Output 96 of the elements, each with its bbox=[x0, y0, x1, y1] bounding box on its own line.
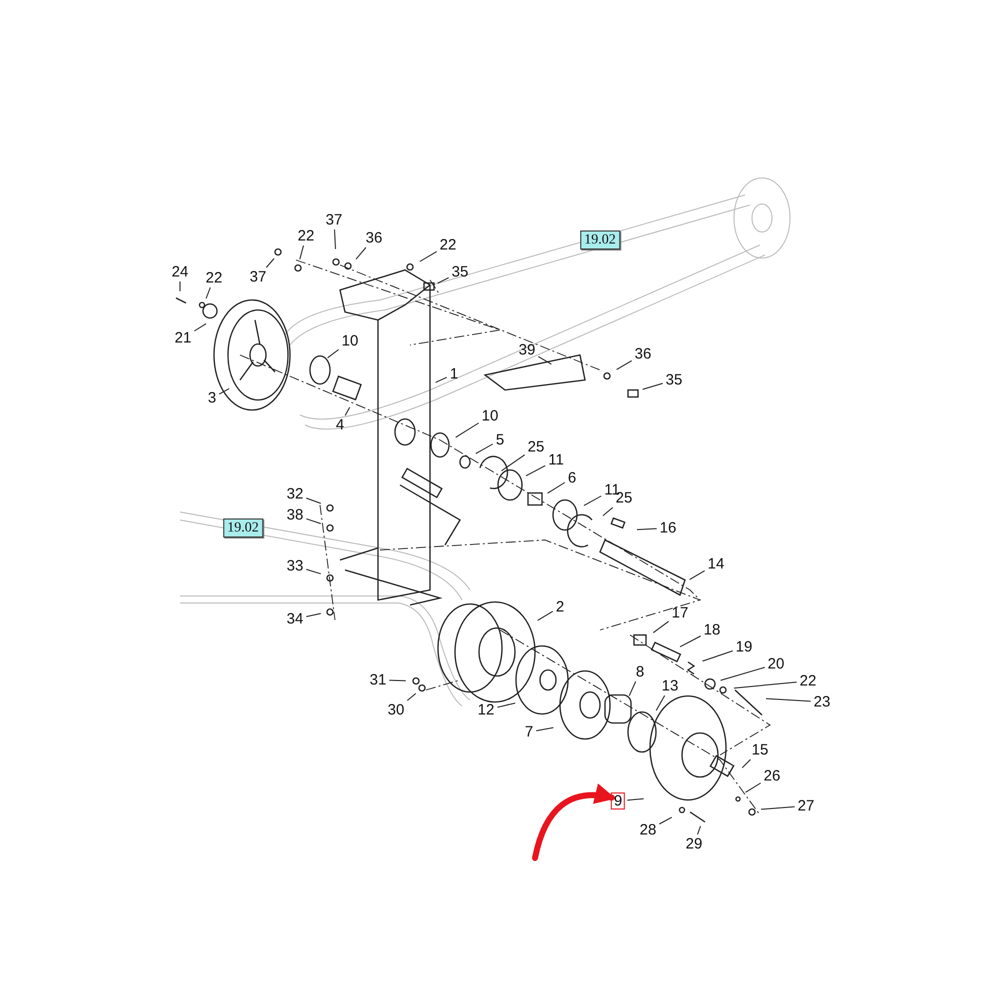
leader-line bbox=[306, 518, 322, 524]
leader-line bbox=[536, 727, 554, 732]
leader-line bbox=[266, 258, 275, 268]
callout-number: 27 bbox=[796, 798, 816, 814]
leader-line bbox=[742, 759, 751, 768]
leader-line bbox=[437, 277, 450, 284]
callout-number: 35 bbox=[450, 264, 470, 280]
leader-line bbox=[455, 422, 480, 438]
callout-number: 6 bbox=[566, 470, 578, 486]
callout-number: 5 bbox=[494, 432, 506, 448]
leader-line bbox=[720, 666, 766, 681]
leader-line bbox=[680, 636, 702, 648]
callout-number: 14 bbox=[706, 556, 726, 572]
leader-line bbox=[537, 610, 554, 621]
callout-number: 16 bbox=[658, 520, 678, 536]
callout-number: 37 bbox=[248, 270, 268, 284]
leader-line bbox=[616, 360, 632, 370]
callout-number: 33 bbox=[286, 558, 304, 574]
leader-line bbox=[760, 806, 796, 810]
leader-line bbox=[306, 568, 322, 574]
leader-line bbox=[327, 349, 340, 358]
leader-line bbox=[658, 816, 672, 824]
callout-number: 8 bbox=[634, 664, 646, 680]
leader-line bbox=[697, 826, 701, 835]
leader-line bbox=[628, 681, 636, 696]
leader-line bbox=[583, 496, 602, 506]
leader-line bbox=[356, 247, 366, 260]
callout-number: 13 bbox=[660, 678, 680, 694]
callout-number: 28 bbox=[638, 822, 658, 838]
leader-line bbox=[419, 251, 438, 262]
callout-number: 23 bbox=[812, 694, 832, 710]
callout-number: 3 bbox=[206, 390, 218, 406]
callout-number: 19 bbox=[734, 640, 754, 654]
callout-number: 39 bbox=[518, 342, 536, 358]
leader-line bbox=[626, 798, 644, 801]
leader-line bbox=[475, 444, 494, 454]
callout-number: 2 bbox=[554, 600, 566, 614]
arrow bbox=[532, 784, 616, 861]
callout-number: 10 bbox=[340, 334, 360, 348]
callout-number: 12 bbox=[476, 702, 496, 718]
leader-line bbox=[538, 356, 552, 365]
callout-number: 20 bbox=[766, 656, 786, 672]
callout-number: 36 bbox=[364, 230, 384, 246]
leader-line bbox=[745, 782, 762, 793]
leader-line bbox=[642, 382, 664, 390]
callout-number: 17 bbox=[670, 606, 690, 620]
leader-line bbox=[702, 650, 734, 662]
leader-line bbox=[652, 620, 670, 634]
leader-line bbox=[334, 229, 336, 250]
callout-number: 7 bbox=[524, 724, 534, 740]
callout-number: 22 bbox=[296, 228, 316, 244]
leader-line bbox=[299, 245, 304, 260]
leader-line bbox=[689, 570, 706, 580]
leader-line bbox=[388, 680, 406, 682]
callout-number: 22 bbox=[798, 674, 818, 688]
leader-line bbox=[194, 323, 207, 332]
leader-line bbox=[496, 702, 516, 708]
callout-number: 22 bbox=[438, 238, 458, 252]
reference-tag: 19.02 bbox=[580, 230, 620, 250]
callout-number: 37 bbox=[324, 212, 344, 228]
reference-tag: 19.02 bbox=[223, 518, 263, 538]
leader-line bbox=[636, 528, 658, 530]
callout-number: 18 bbox=[702, 622, 722, 638]
callout-number: 25 bbox=[526, 440, 546, 454]
callout-number: 4 bbox=[334, 418, 346, 432]
callout-number: 32 bbox=[286, 486, 304, 502]
leader-line bbox=[218, 388, 230, 395]
callout-number: 1 bbox=[448, 366, 460, 382]
callout-number: 11 bbox=[547, 452, 565, 468]
callout-number: 38 bbox=[286, 508, 304, 522]
callout-number: 31 bbox=[368, 672, 388, 688]
callout-number: 36 bbox=[634, 346, 652, 362]
leader-line bbox=[344, 406, 350, 416]
callout-number: 30 bbox=[386, 702, 406, 718]
leader-line bbox=[206, 287, 211, 299]
leader-line bbox=[406, 693, 416, 701]
callout-number: 24 bbox=[170, 264, 190, 280]
callout-number: 21 bbox=[174, 330, 192, 346]
leader-line bbox=[526, 465, 546, 476]
leader-line bbox=[602, 507, 614, 516]
leader-line bbox=[306, 613, 322, 618]
callout-number: 22 bbox=[204, 270, 224, 286]
callout-number: 9 bbox=[610, 792, 626, 810]
callout-number: 26 bbox=[762, 768, 782, 784]
leader-line bbox=[656, 695, 666, 711]
leader-line bbox=[435, 376, 448, 383]
callout-number: 15 bbox=[750, 742, 770, 758]
leader-line bbox=[306, 498, 322, 504]
leader-line bbox=[500, 454, 526, 472]
leader-line bbox=[734, 682, 798, 689]
leader-line bbox=[766, 698, 812, 702]
callout-number: 35 bbox=[664, 372, 684, 388]
callout-number: 34 bbox=[286, 612, 304, 626]
leader-line bbox=[547, 482, 566, 494]
callout-number: 29 bbox=[684, 836, 704, 852]
callout-number: 10 bbox=[480, 408, 500, 424]
